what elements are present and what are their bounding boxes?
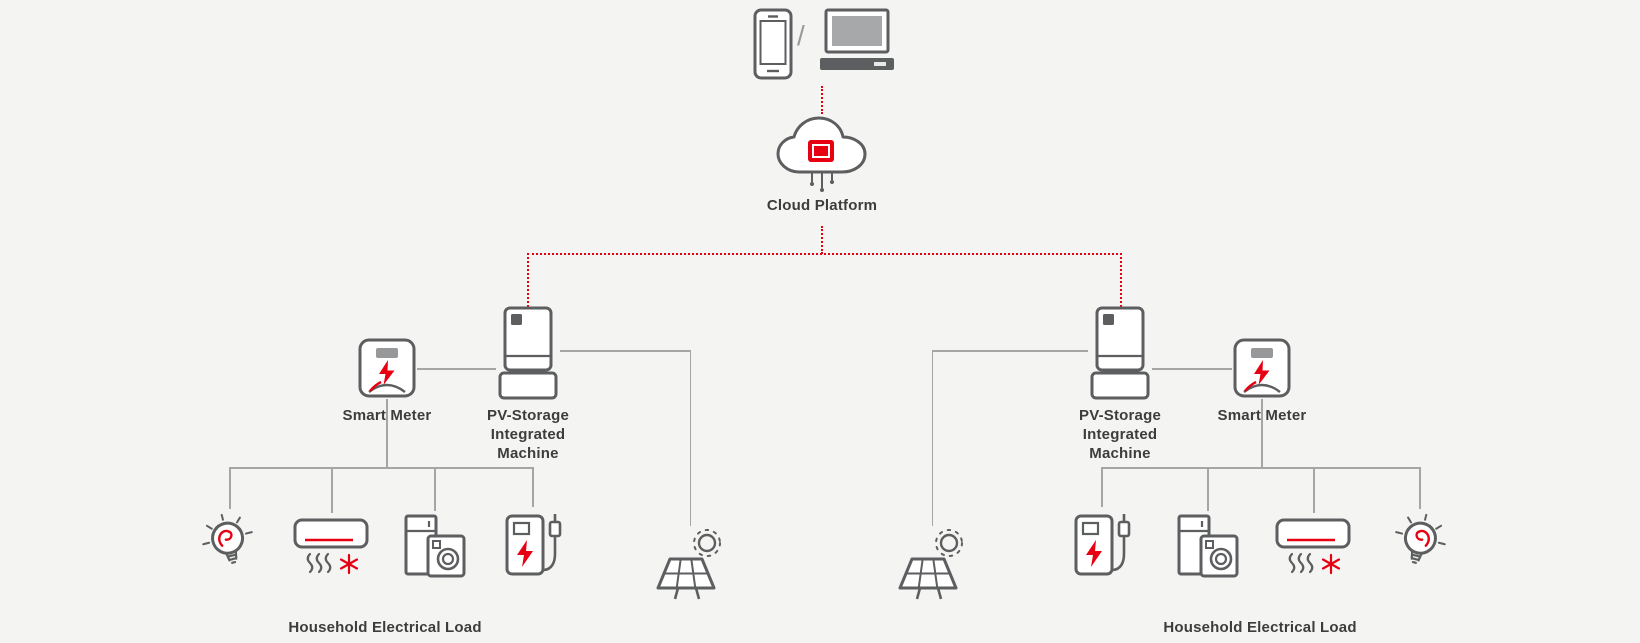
pv-storage-machine-icon [496,306,560,405]
left-load-label: Household Electrical Load [288,619,482,636]
connector-right-machine-pv-h [932,350,1088,352]
connector-right-machine-pv-v [931,350,933,526]
fridge-washer-icon [400,514,468,585]
connector-cloud-trunk [821,226,823,254]
solar-panel-sun-icon [654,526,726,607]
solar-panel-sun-icon [896,526,968,607]
connector-right-drop-1 [1101,467,1103,507]
connector-left-drop-1 [229,467,231,509]
connector-right-drop-4 [1419,467,1421,509]
connector-right-drop-3 [1313,467,1315,513]
smartphone-icon [753,8,793,85]
light-bulb-icon [199,510,259,583]
connector-branch-left [527,253,529,307]
device-separator: / [797,20,805,51]
pv-storage-machine-icon [1088,306,1152,405]
ev-charger-icon [1068,508,1134,587]
ev-charger-icon [499,508,565,587]
connector-left-drop-4 [532,467,534,507]
cloud-platform-label: Cloud Platform [766,197,878,214]
connector-right-drop-2 [1207,467,1209,511]
connector-left-drop-2 [331,467,333,513]
air-conditioner-icon [1273,516,1353,583]
connector-devices-to-cloud [821,86,823,114]
right-machine-label: PV-Storage Integrated Machine [1078,407,1162,462]
smart-meter-icon [1232,337,1292,404]
connector-right-load-bus [1101,467,1419,469]
connector-left-load-bus [229,467,533,469]
smart-meter-icon [357,337,417,404]
connector-left-machine-pv-v [689,350,691,526]
left-smart-meter-label: Smart Meter [342,407,432,424]
cloud-chip-icon [772,110,872,203]
light-bulb-icon [1389,510,1449,583]
fridge-washer-icon [1173,514,1241,585]
right-smart-meter-label: Smart Meter [1217,407,1307,424]
right-load-label: Household Electrical Load [1163,619,1357,636]
connector-left-meter-bus [386,399,388,468]
connector-right-meter-machine [1152,368,1232,370]
connector-left-meter-machine [417,368,496,370]
left-machine-label: PV-Storage Integrated Machine [486,407,570,462]
desktop-computer-icon [818,8,896,77]
connector-left-drop-3 [434,467,436,511]
connector-left-machine-pv-h [560,350,691,352]
connector-right-meter-bus [1261,399,1263,468]
connector-branch-horizontal [527,253,1122,255]
connector-branch-right [1120,253,1122,307]
air-conditioner-icon [291,516,371,583]
